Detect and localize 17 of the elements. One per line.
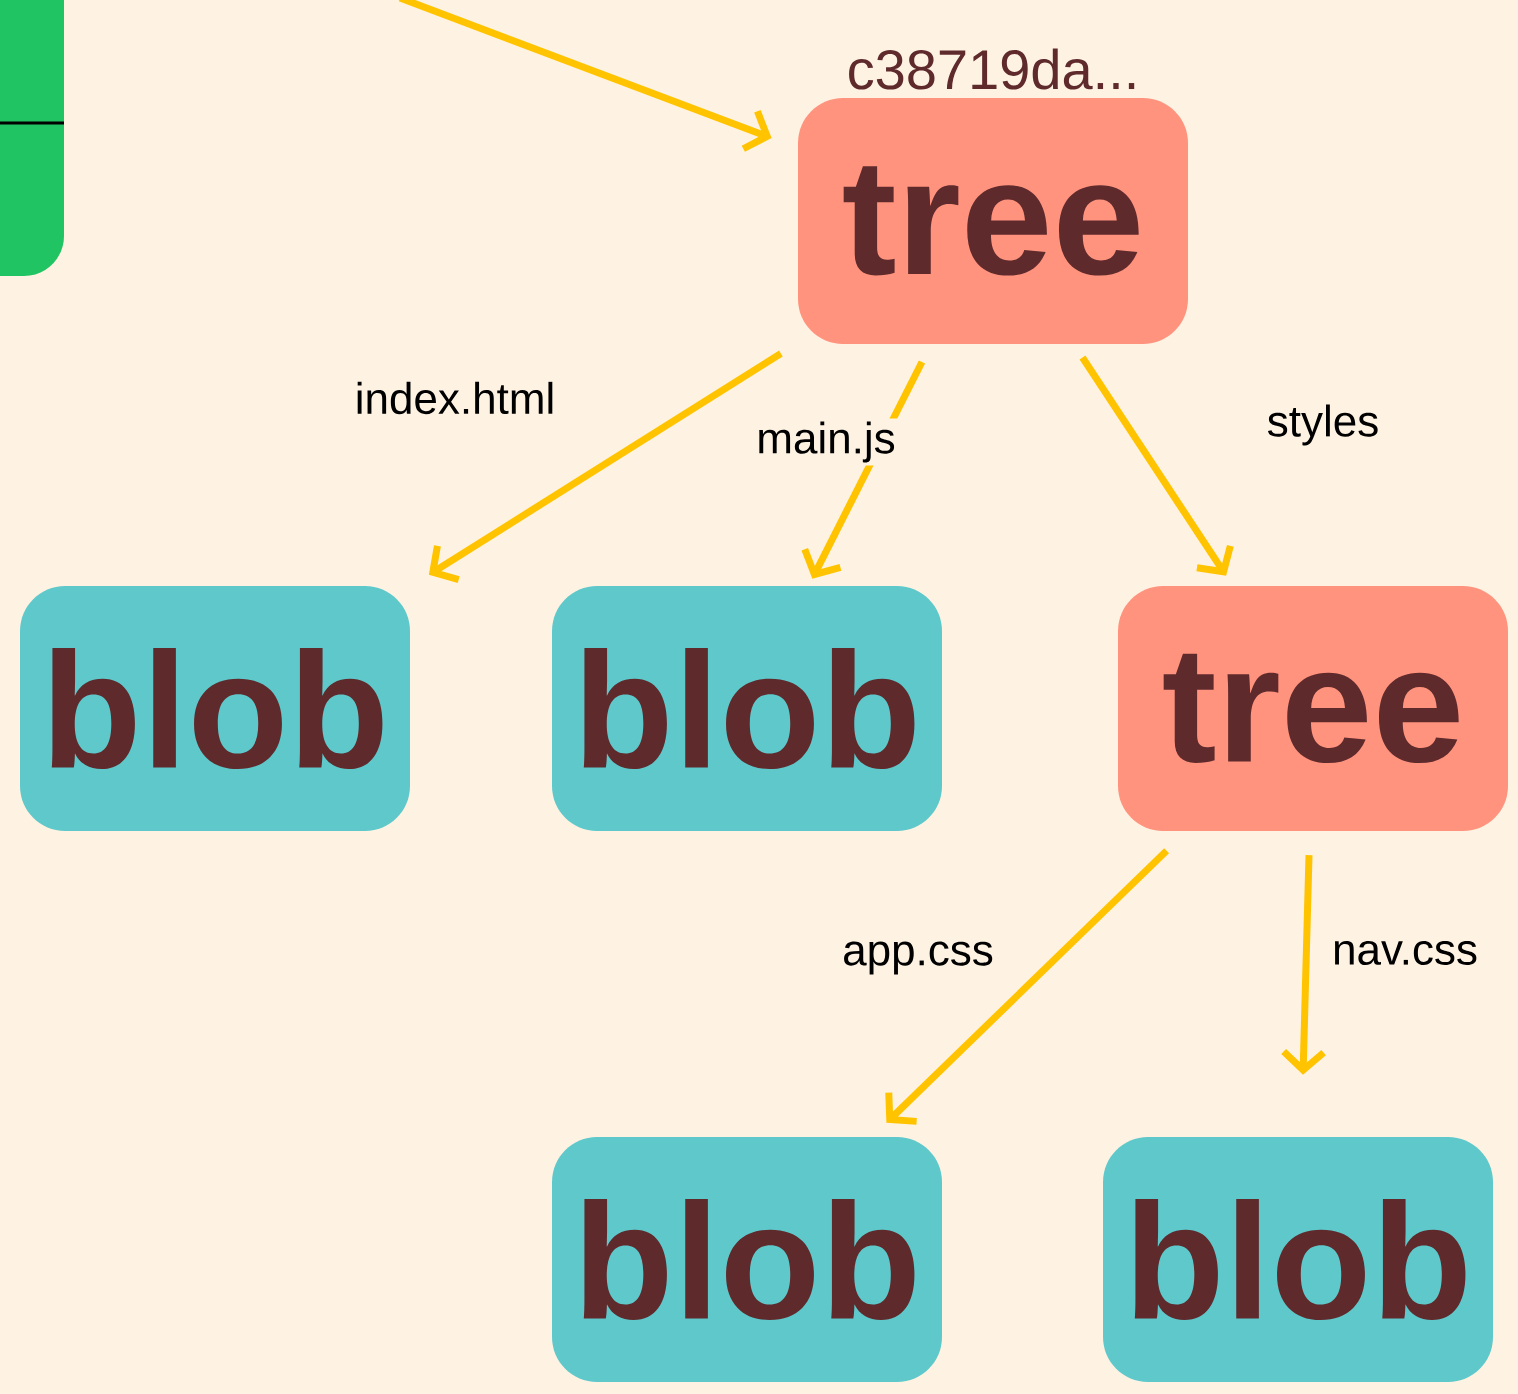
- hash-label: c38719da...: [849, 48, 1135, 90]
- blob-box: blob: [20, 586, 410, 831]
- blob-box: blob: [552, 586, 942, 831]
- arrow: [398, 0, 772, 152]
- edge-label: app.css: [839, 938, 997, 978]
- edge-label: index.html: [351, 378, 559, 418]
- blob-box: blob: [552, 1137, 942, 1382]
- arrow: [885, 848, 1170, 1125]
- tree-box: tree: [798, 98, 1188, 344]
- edge-label: styles: [1263, 401, 1383, 449]
- blob-box: blob: [1103, 1137, 1493, 1382]
- arrow: [428, 350, 783, 584]
- tree-box: tree: [1118, 586, 1508, 831]
- arrow: [1079, 355, 1234, 576]
- edge-label: main.js: [753, 418, 899, 466]
- box: [0, 0, 64, 276]
- edge-label: nav.css: [1329, 937, 1481, 969]
